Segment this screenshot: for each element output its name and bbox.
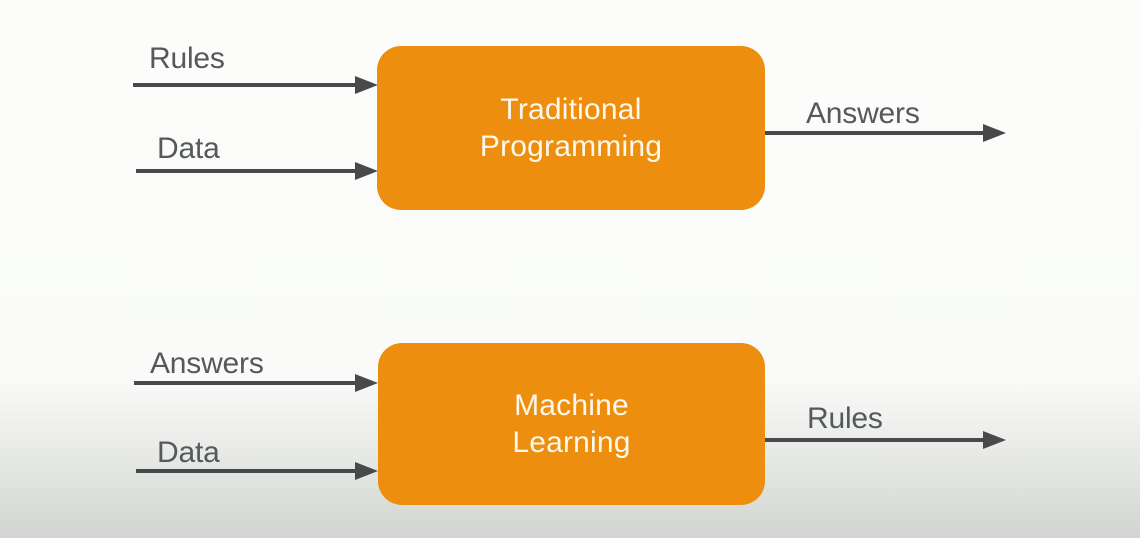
output-label-answers: Answers bbox=[806, 97, 920, 130]
input-arrow-data bbox=[136, 462, 378, 480]
arrowhead-icon bbox=[983, 431, 1006, 449]
box-title: Traditional Programming bbox=[480, 91, 662, 165]
input-arrow-rules bbox=[133, 76, 378, 94]
input-arrow-answers bbox=[134, 374, 378, 392]
input-label-rules: Rules bbox=[149, 42, 225, 75]
input-label-data: Data bbox=[157, 132, 220, 165]
arrow-shaft bbox=[765, 438, 990, 442]
box-title-line2: Programming bbox=[479, 130, 663, 163]
arrow-shaft bbox=[136, 469, 362, 473]
box-title-line1: Machine bbox=[514, 389, 629, 422]
box-title-line2: Learning bbox=[512, 426, 631, 459]
box-title-line1: Traditional bbox=[500, 93, 642, 126]
arrow-shaft bbox=[133, 83, 362, 87]
input-label-data: Data bbox=[157, 436, 220, 469]
arrowhead-icon bbox=[355, 462, 378, 480]
arrowhead-icon bbox=[355, 162, 378, 180]
arrow-shaft bbox=[134, 381, 362, 385]
output-arrow-answers bbox=[765, 124, 1006, 142]
output-label-rules: Rules bbox=[807, 402, 883, 435]
arrow-shaft bbox=[136, 169, 362, 173]
arrow-shaft bbox=[765, 131, 990, 135]
arrowhead-icon bbox=[983, 124, 1006, 142]
box-traditional-programming: Traditional Programming bbox=[377, 46, 765, 210]
box-title: Machine Learning bbox=[512, 387, 630, 461]
input-label-answers: Answers bbox=[150, 347, 264, 380]
input-arrow-data bbox=[136, 162, 378, 180]
arrowhead-icon bbox=[355, 76, 378, 94]
output-arrow-rules bbox=[765, 431, 1006, 449]
box-machine-learning: Machine Learning bbox=[378, 343, 765, 505]
arrowhead-icon bbox=[355, 374, 378, 392]
